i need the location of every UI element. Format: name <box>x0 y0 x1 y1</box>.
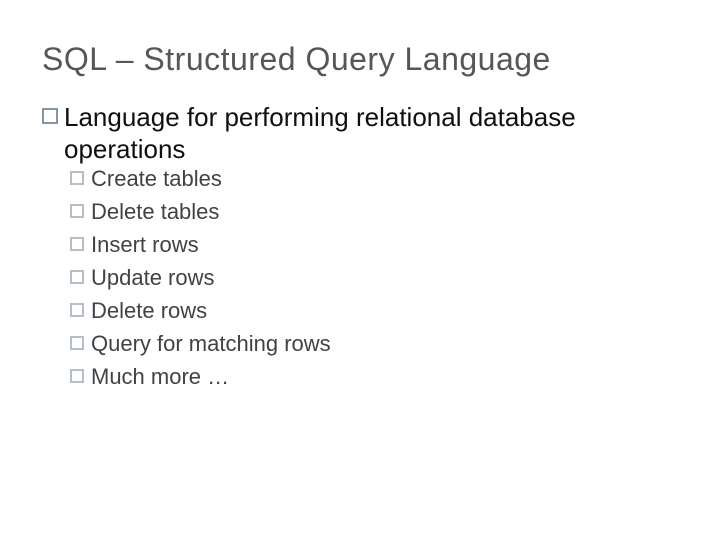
bullet-square-icon <box>70 237 84 251</box>
bullet-square-icon <box>70 369 84 383</box>
list-item: Delete tables <box>70 196 331 229</box>
bullet-square-icon <box>70 204 84 218</box>
sub-bullet-text: Much more … <box>91 364 230 389</box>
bullet-square-icon <box>42 108 58 124</box>
list-item: Update rows <box>70 262 331 295</box>
bullet-square-icon <box>70 303 84 317</box>
main-bullet-row: Language for performing relational datab… <box>42 101 674 165</box>
main-bullet-text: Language for performing relational datab… <box>64 102 576 164</box>
slide-title: SQL – Structured Query Language <box>42 41 551 77</box>
bullet-square-icon <box>70 336 84 350</box>
sub-bullet-text: Query for matching rows <box>91 331 331 356</box>
sub-bullet-text: Update rows <box>91 265 215 290</box>
list-item: Insert rows <box>70 229 331 262</box>
bullet-square-icon <box>70 171 84 185</box>
list-item: Delete rows <box>70 295 331 328</box>
sub-bullet-list: Create tables Delete tables Insert rows … <box>70 163 331 394</box>
sub-bullet-text: Create tables <box>91 166 222 191</box>
bullet-square-icon <box>70 270 84 284</box>
list-item: Query for matching rows <box>70 328 331 361</box>
sub-bullet-text: Insert rows <box>91 232 199 257</box>
sub-bullet-text: Delete rows <box>91 298 208 323</box>
list-item: Much more … <box>70 361 331 394</box>
sub-bullet-text: Delete tables <box>91 199 220 224</box>
list-item: Create tables <box>70 163 331 196</box>
